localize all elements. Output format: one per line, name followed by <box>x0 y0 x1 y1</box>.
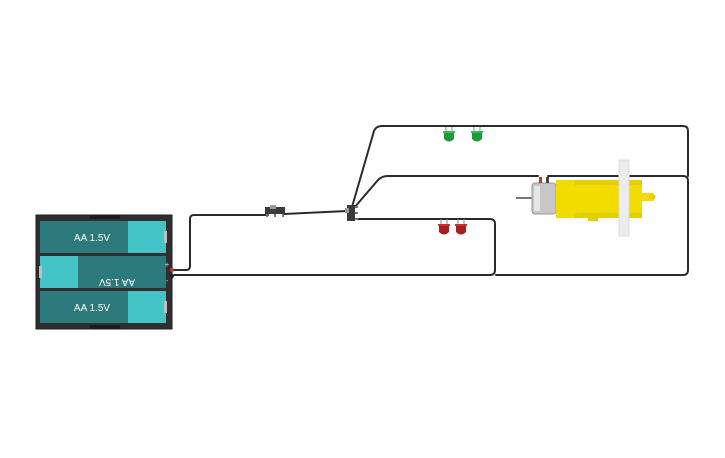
battery-cell-2: AA 1.5V <box>39 256 166 288</box>
battery-positive-terminal[interactable] <box>170 268 174 272</box>
battery-negative-terminal[interactable] <box>170 274 174 278</box>
red-led-1[interactable] <box>438 219 450 235</box>
battery-cell-2-label: AA 1.5V <box>99 276 135 287</box>
wire-switch-to-selector <box>283 210 348 215</box>
motor-gearbox <box>556 180 576 218</box>
battery-negative-symbol: - <box>166 276 169 285</box>
battery-cell-3-label: AA 1.5V <box>74 303 110 314</box>
battery-pack[interactable]: AA 1.5V AA 1.5V AA 1.5V + - <box>35 214 174 330</box>
selector-switch[interactable] <box>345 205 358 221</box>
motor-shaft <box>618 159 630 237</box>
motor-terminal-2[interactable] <box>546 177 549 183</box>
green-led-2[interactable] <box>471 127 483 142</box>
battery-notch-bottom <box>90 325 120 329</box>
wire-selector-to-green-leds <box>351 125 689 208</box>
battery-cell-3: AA 1.5V <box>40 291 167 323</box>
wires <box>173 125 689 276</box>
battery-cell-1-label: AA 1.5V <box>74 233 110 244</box>
battery-positive-symbol: + <box>165 260 170 269</box>
dc-gear-motor[interactable] <box>516 159 655 237</box>
wire-battery-to-switch <box>173 214 269 271</box>
green-led-1[interactable] <box>443 127 455 142</box>
wire-selector-to-red-leds <box>355 218 496 276</box>
battery-cell-1: AA 1.5V <box>40 221 167 253</box>
wire-selector-to-motor <box>353 175 539 209</box>
motor-terminal-1[interactable] <box>539 177 542 183</box>
slide-switch[interactable] <box>265 205 285 217</box>
wire-motor-return <box>495 175 689 276</box>
red-led-2[interactable] <box>455 219 467 235</box>
battery-notch-top <box>90 215 120 219</box>
